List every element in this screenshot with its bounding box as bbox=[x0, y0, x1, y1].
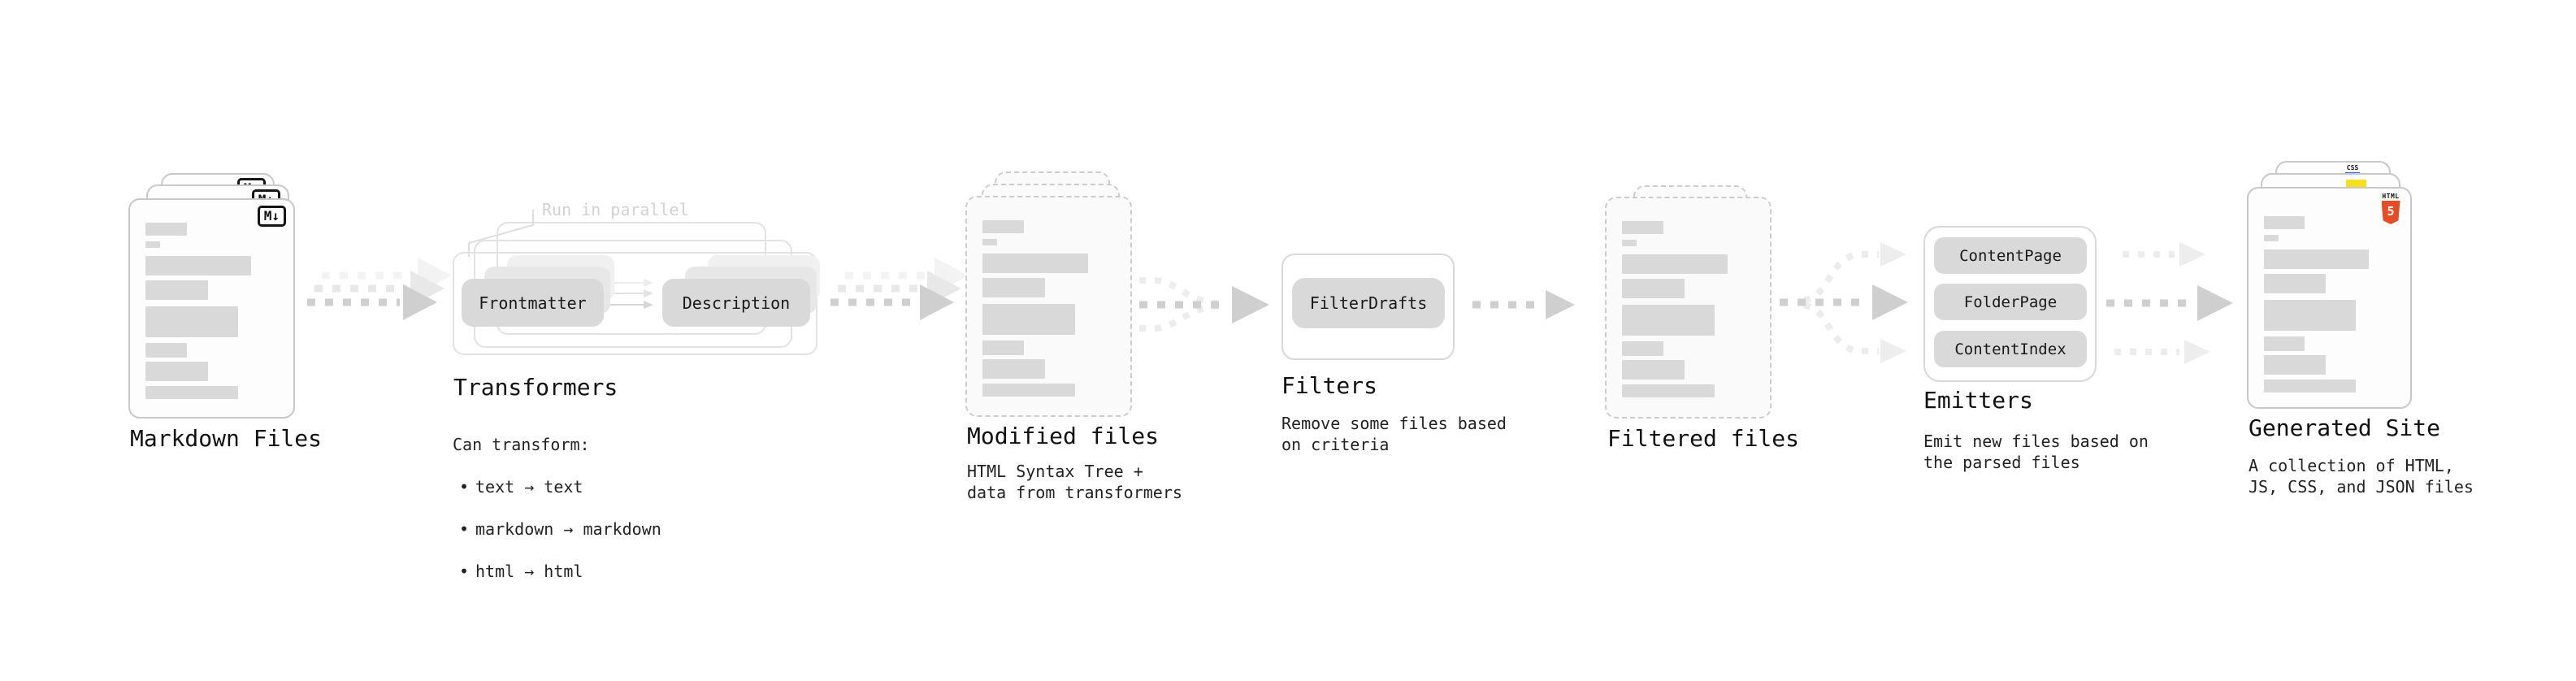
text-line-placeholder bbox=[982, 278, 1045, 297]
html5-shield-icon: 5 bbox=[2381, 201, 2400, 224]
text-line-placeholder bbox=[2264, 336, 2305, 351]
text-line-placeholder bbox=[2264, 380, 2356, 393]
text-line-placeholder bbox=[2264, 355, 2326, 375]
bullet-icon: • bbox=[458, 562, 470, 581]
text-line-placeholder bbox=[1622, 279, 1685, 298]
text-line-placeholder bbox=[145, 362, 208, 381]
text-line-placeholder bbox=[1622, 240, 1637, 246]
text-line-placeholder bbox=[2264, 235, 2279, 241]
transform-bullet-text: markdown → markdown bbox=[475, 519, 661, 539]
text-line-placeholder bbox=[982, 359, 1045, 379]
transformers-desc-title: Can transform: bbox=[453, 435, 590, 454]
emitters-label: Emitters bbox=[1923, 387, 2033, 414]
text-line-placeholder bbox=[2264, 300, 2356, 331]
arrow-transformers-to-modified bbox=[830, 258, 969, 320]
transform-bullet-text: text → text bbox=[475, 477, 583, 497]
filtered-files-label: Filtered files bbox=[1607, 425, 1800, 452]
bullet-icon: • bbox=[458, 519, 470, 539]
content-index-pill: ContentIndex bbox=[1934, 331, 2087, 367]
emitters-description: Emit new files based on the parsed files bbox=[1923, 432, 2149, 472]
js-file-icon bbox=[2346, 180, 2366, 189]
text-line-placeholder bbox=[145, 386, 239, 399]
modified-files-description: HTML Syntax Tree + data from transformer… bbox=[967, 462, 1182, 502]
html5-file-icon: HTML 5 bbox=[2381, 193, 2400, 224]
document-placeholder-lines bbox=[2264, 216, 2395, 393]
filters-label: Filters bbox=[1281, 372, 1378, 399]
text-line-placeholder bbox=[982, 254, 1089, 273]
generated-file-card-front: HTML 5 bbox=[2247, 187, 2412, 409]
text-line-placeholder bbox=[982, 220, 1024, 233]
folder-page-pill: FolderPage bbox=[1934, 284, 2087, 320]
transform-bullet: •text → text bbox=[453, 476, 661, 497]
generated-site-description: A collection of HTML, JS, CSS, and JSON … bbox=[2249, 456, 2474, 497]
arrow-modified-to-filters-converge bbox=[1139, 277, 1269, 332]
text-line-placeholder bbox=[982, 340, 1024, 355]
transformers-label: Transformers bbox=[453, 374, 618, 401]
text-line-placeholder bbox=[1622, 254, 1728, 274]
document-placeholder-lines bbox=[145, 223, 278, 399]
text-line-placeholder bbox=[145, 223, 187, 236]
arrow-filters-to-filtered bbox=[1472, 290, 1575, 319]
html5-icon-label: HTML bbox=[2382, 193, 2400, 200]
text-line-placeholder bbox=[2264, 274, 2326, 293]
text-line-placeholder bbox=[145, 241, 160, 248]
transform-bullet: •markdown → markdown bbox=[453, 518, 661, 540]
text-line-placeholder bbox=[2264, 249, 2369, 269]
css-icon-label: CSS bbox=[2346, 164, 2359, 171]
parallel-callout-line bbox=[468, 210, 534, 257]
content-page-pill: ContentPage bbox=[1934, 237, 2087, 274]
text-line-placeholder bbox=[145, 256, 252, 275]
frontmatter-pill: Frontmatter bbox=[462, 279, 604, 327]
text-line-placeholder bbox=[982, 239, 997, 245]
text-line-placeholder bbox=[145, 280, 208, 300]
bullet-icon: • bbox=[458, 477, 470, 497]
run-in-parallel-annotation: Run in parallel bbox=[542, 200, 689, 219]
transformer-box-front bbox=[453, 252, 817, 355]
text-line-placeholder bbox=[2264, 216, 2305, 229]
transform-bullet: • html → html bbox=[453, 561, 661, 582]
text-line-placeholder bbox=[1622, 341, 1663, 356]
markdown-file-card-front: M↓ bbox=[128, 198, 295, 419]
text-line-placeholder bbox=[1622, 360, 1685, 380]
markdown-icon: M↓ bbox=[257, 206, 286, 227]
text-line-placeholder bbox=[145, 306, 239, 337]
markdown-files-label: Markdown Files bbox=[130, 425, 323, 452]
text-line-placeholder bbox=[145, 343, 187, 358]
modified-files-label: Modified files bbox=[967, 423, 1160, 449]
arrow-filtered-to-emitters-fanout bbox=[1780, 242, 1908, 363]
document-placeholder-lines bbox=[1622, 221, 1754, 397]
text-line-placeholder bbox=[982, 304, 1076, 335]
transformers-description: Can transform: •text → text •markdown → … bbox=[453, 413, 661, 603]
arrow-markdown-to-transformers bbox=[307, 258, 452, 320]
pill-flow-arrows bbox=[607, 279, 653, 309]
text-line-placeholder bbox=[1622, 221, 1663, 234]
arrow-emitters-to-generated bbox=[2106, 242, 2233, 364]
description-pill: Description bbox=[662, 279, 810, 327]
transform-bullet-text: html → html bbox=[475, 562, 583, 581]
filter-drafts-pill: FilterDrafts bbox=[1292, 278, 1445, 328]
filtered-file-card-front bbox=[1605, 197, 1772, 419]
modified-file-card-front bbox=[965, 196, 1132, 417]
document-placeholder-lines bbox=[982, 220, 1115, 397]
generated-site-label: Generated Site bbox=[2249, 414, 2441, 441]
text-line-placeholder bbox=[982, 384, 1076, 397]
text-line-placeholder bbox=[1622, 305, 1715, 336]
filters-description: Remove some files based on criteria bbox=[1281, 414, 1507, 454]
text-line-placeholder bbox=[1622, 384, 1715, 397]
